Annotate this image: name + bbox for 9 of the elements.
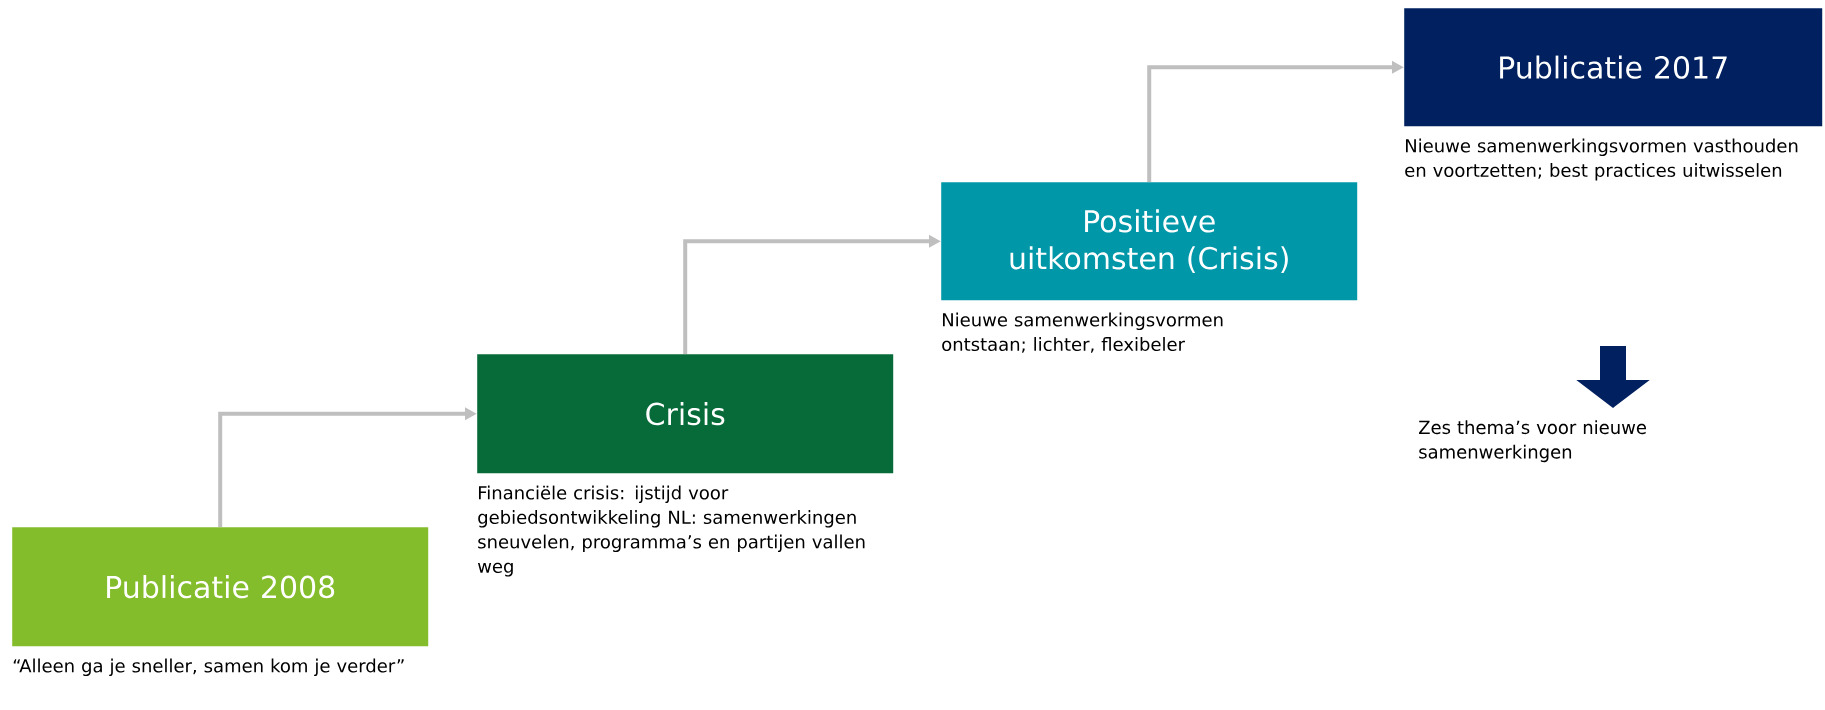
caption-text: Nieuwe samenwerkingsvormen vasthouden en voortzetten; best practices uitwisselen [1405,138,1798,181]
title-box: Crisis [477,354,894,474]
caption-text: Financiële crisis: ijstijd voor gebiedsontwikkeling NL: samenwerkingen sneuvelen, programma’s en partijen vallen weg [477,485,865,577]
title-box: Publicatie 2008 [12,527,429,647]
title-box: Publicatie 2017 [1404,8,1823,127]
title-box: Positieve uitkomsten (Crisis) [941,182,1358,301]
caption-text: Nieuwe samenwerkingsvormen ontstaan; lichter, flexibeler [942,312,1223,353]
note-text: Zes thema’s voor nieuwe samenwerkingen [1419,420,1646,463]
caption-text: “Alleen ga je sneller, samen kom je verder” [13,658,404,677]
